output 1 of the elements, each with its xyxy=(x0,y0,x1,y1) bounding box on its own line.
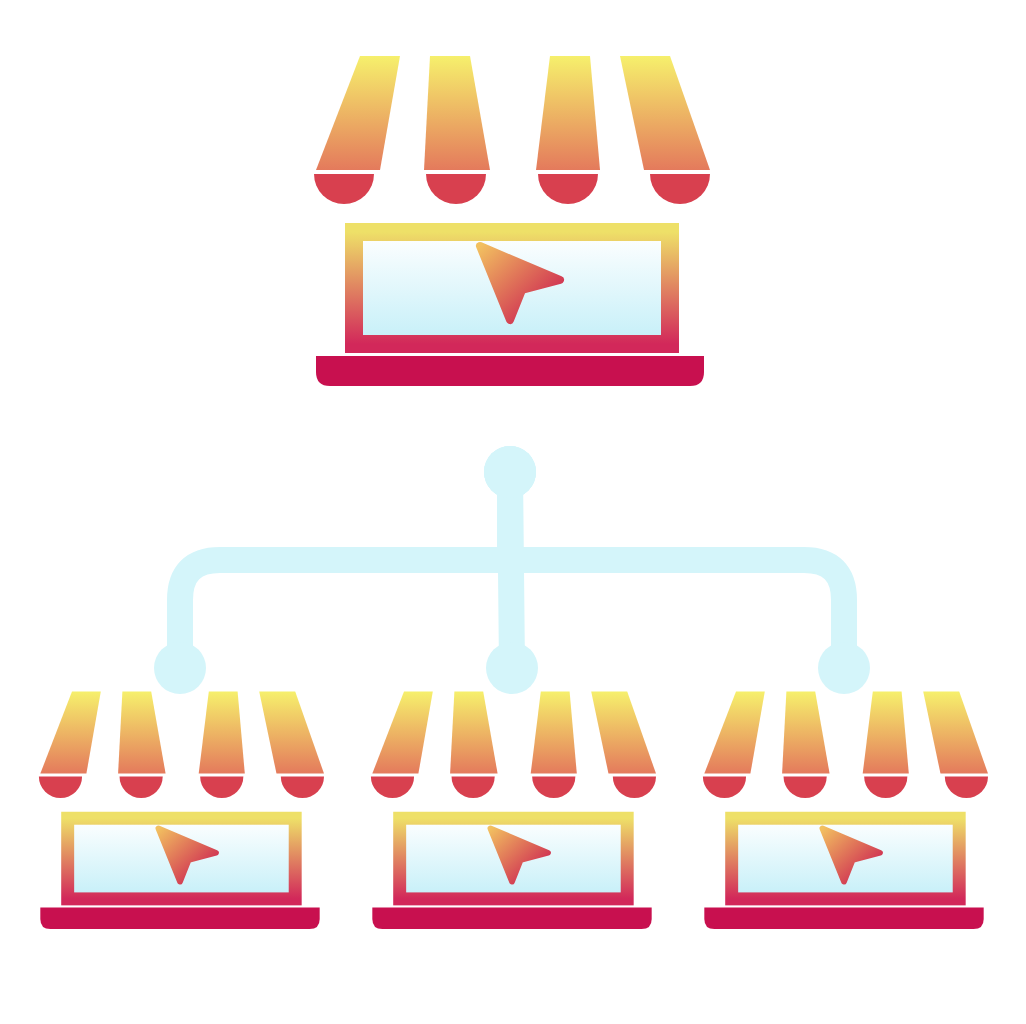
connector-line xyxy=(484,446,870,694)
